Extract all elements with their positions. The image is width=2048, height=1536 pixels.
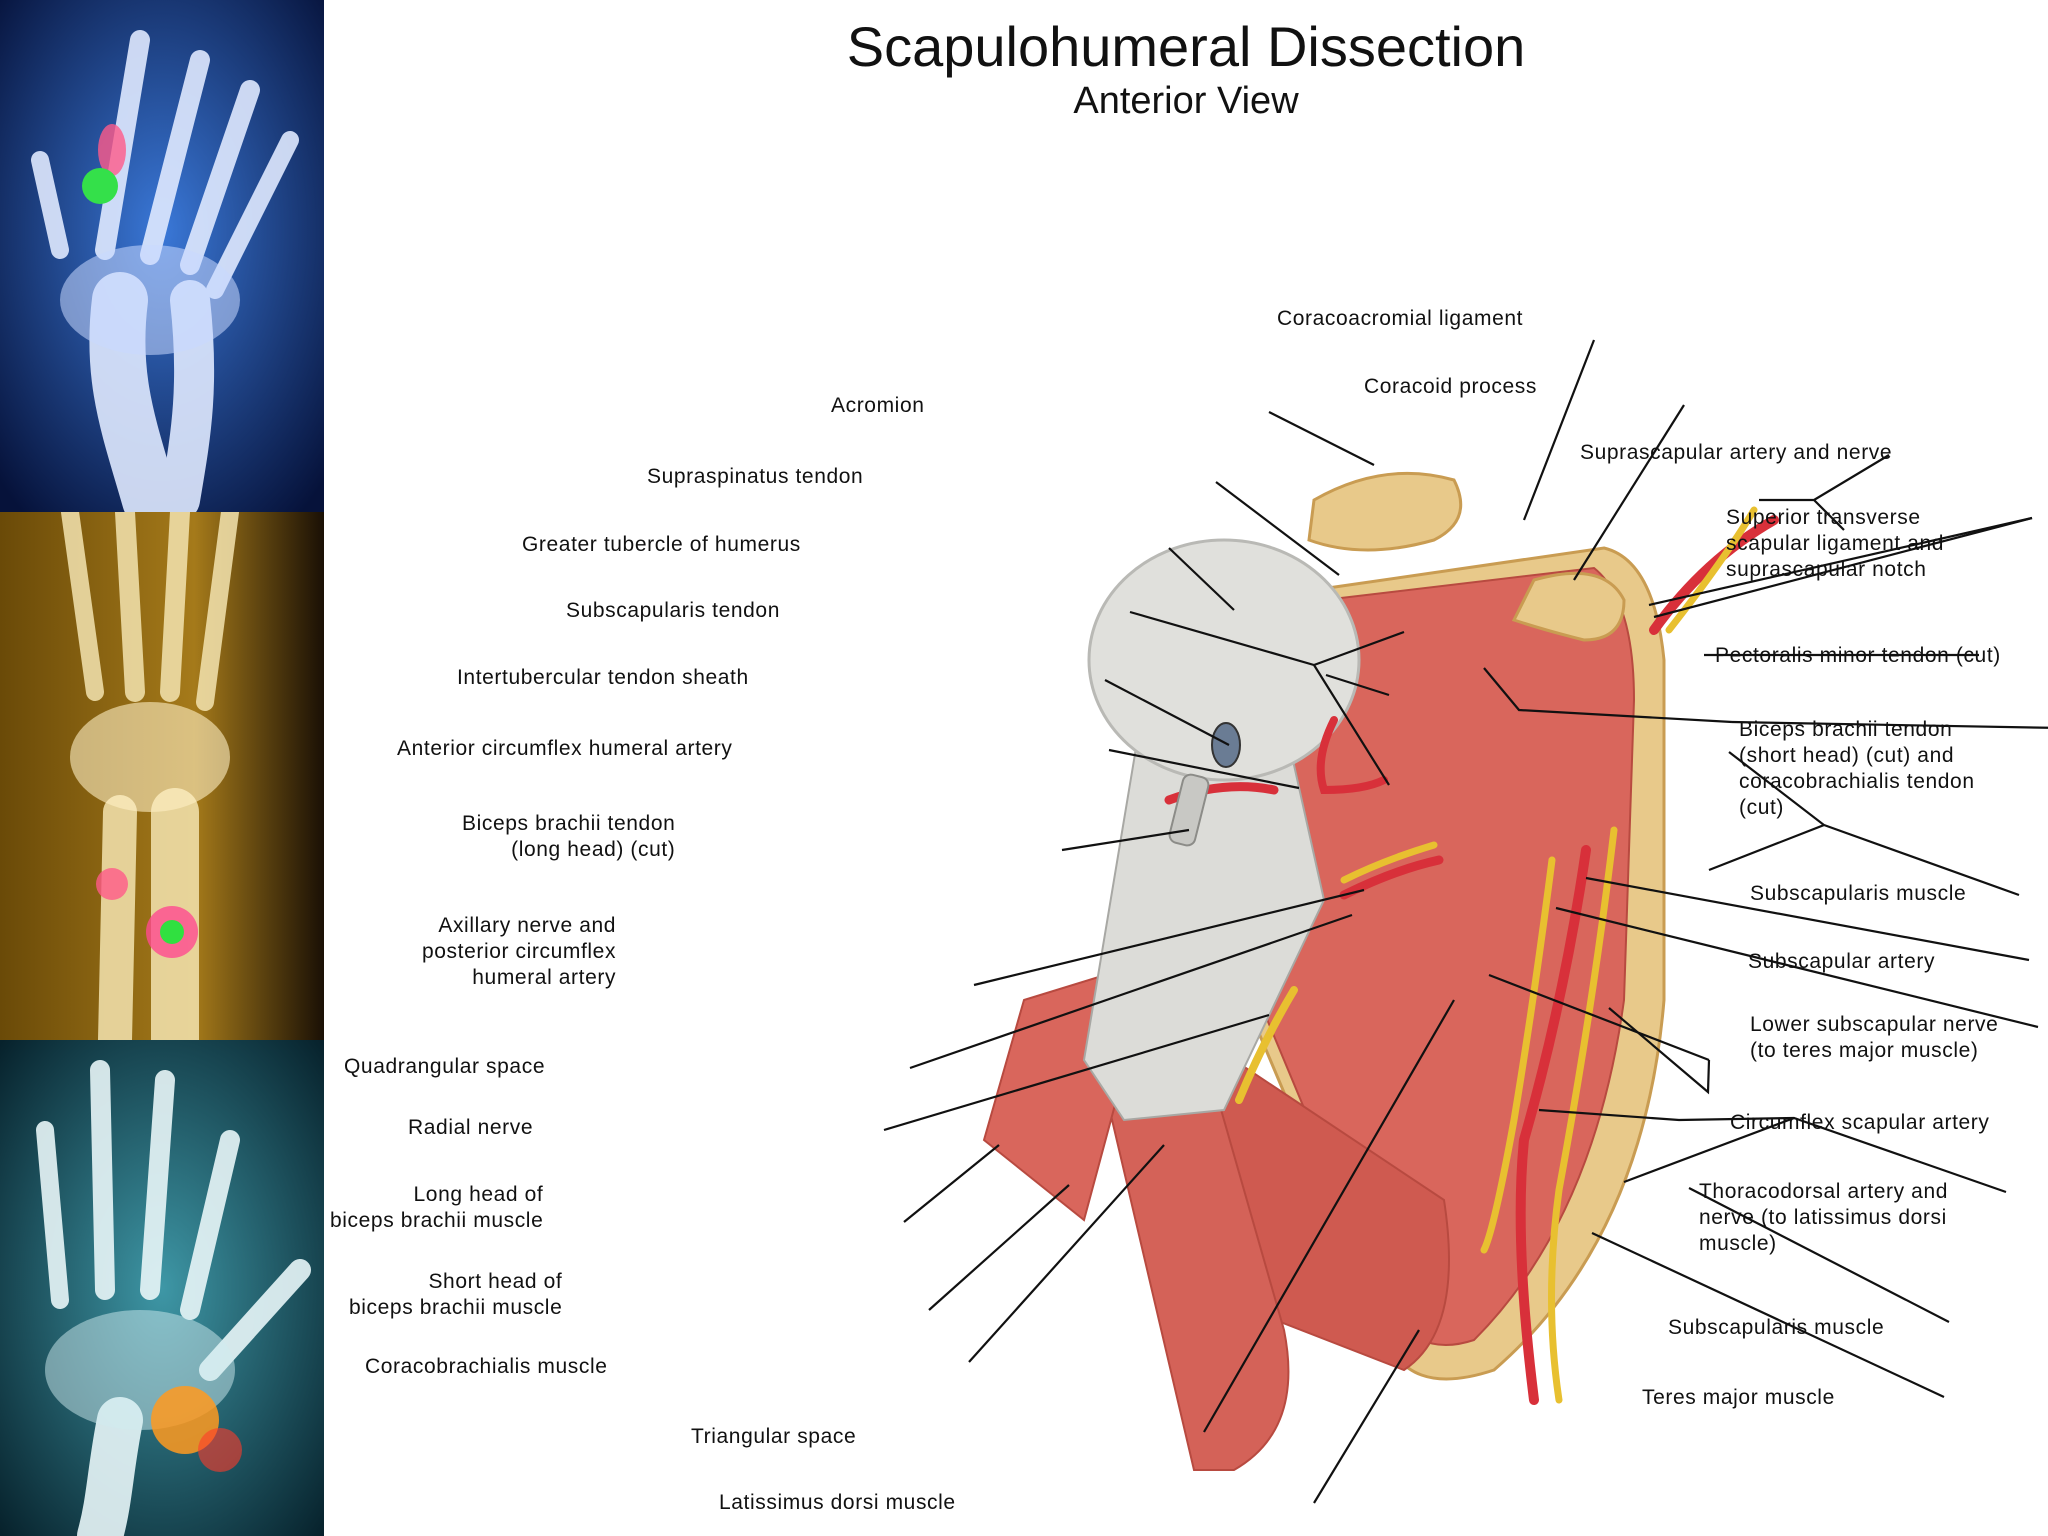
label-coracobrachialis-muscle: Coracobrachialis muscle (365, 1355, 608, 1378)
radial-nerve-shape (1235, 986, 1298, 1104)
hand-xray-blue-icon (0, 0, 324, 512)
subscapular-artery-shape (1515, 845, 1591, 1405)
thoracodorsal-nerve-shape (1480, 856, 1556, 1254)
label-axillary-nerve: Axillary nerve and posterior circumflex … (422, 914, 617, 989)
label-thoracodorsal-artery-nerve: Thoracodorsal artery and nerve (to latis… (1699, 1180, 1949, 1255)
label-greater-tubercle: Greater tubercle of humerus (522, 533, 801, 556)
anatomy-content: Scapulohumeral Dissection Anterior View (324, 0, 2048, 1536)
label-long-head-biceps: Long head of biceps brachii muscle (330, 1183, 544, 1232)
label-latissimus-dorsi-muscle: Latissimus dorsi muscle (719, 1491, 956, 1514)
label-biceps-short-head-tendon: Biceps brachii tendon (short head) (cut)… (1739, 718, 1975, 819)
coracoid-shape (1511, 571, 1626, 642)
hand-xray-teal-icon (0, 1040, 324, 1536)
label-supraspinatus-tendon: Supraspinatus tendon (647, 465, 864, 488)
page-subtitle: Anterior View (1073, 80, 1299, 122)
axillary-nerve-shape (1340, 841, 1438, 884)
axillary-artery-shape (1339, 855, 1444, 900)
label-intertubercular-tendon-sheath: Intertubercular tendon sheath (457, 666, 749, 689)
circumflex-artery-shape (1316, 716, 1388, 795)
label-circumflex-scapular-artery: Circumflex scapular artery (1730, 1111, 1990, 1134)
biceps-long-head-tendon-shape (1168, 773, 1210, 847)
acromion-shape (1307, 471, 1463, 552)
leader-lines (883, 339, 2048, 1504)
label-short-head-biceps: Short head of biceps brachii muscle (349, 1270, 563, 1319)
page-title: Scapulohumeral Dissection (846, 15, 1526, 78)
humeral-head-shape (1087, 538, 1361, 782)
label-lower-subscapular-nerve: Lower subscapular nerve (to teres major … (1750, 1013, 1999, 1062)
label-acromion: Acromion (831, 394, 925, 417)
label-coracoacromial-ligament: Coracoacromial ligament (1277, 307, 1524, 330)
label-anterior-circumflex-artery: Anterior circumflex humeral artery (397, 737, 733, 760)
label-radial-nerve: Radial nerve (408, 1116, 534, 1139)
lower-subscapular-nerve-shape (1548, 826, 1618, 1404)
label-subscapularis-muscle-upper: Subscapularis muscle (1750, 882, 1967, 905)
label-superior-transverse-ligament: Superior transverse scapular ligament an… (1726, 506, 1945, 581)
suprascapular-nerve-shape (1665, 506, 1758, 634)
label-quadrangular-space: Quadrangular space (344, 1055, 546, 1078)
label-biceps-long-head-tendon: Biceps brachii tendon (long head) (cut) (462, 812, 676, 861)
label-subscapular-artery: Subscapular artery (1748, 950, 1936, 973)
label-coracoid-process: Coracoid process (1364, 375, 1538, 398)
label-triangular-space: Triangular space (691, 1425, 857, 1448)
label-teres-major-muscle: Teres major muscle (1642, 1386, 1835, 1409)
label-suprascapular-artery-nerve: Suprascapular artery and nerve (1580, 441, 1893, 464)
xray-sidebar (0, 0, 324, 1536)
tendon-sheath-shape (1211, 722, 1241, 768)
shoulder-illustration (883, 339, 2048, 1504)
label-subscapularis-muscle-lower: Subscapularis muscle (1668, 1316, 1885, 1339)
label-subscapularis-tendon: Subscapularis tendon (566, 599, 780, 622)
label-pectoralis-minor-tendon: Pectoralis minor tendon (cut) (1715, 644, 2001, 667)
forearm-xray-amber-icon (0, 512, 324, 1040)
